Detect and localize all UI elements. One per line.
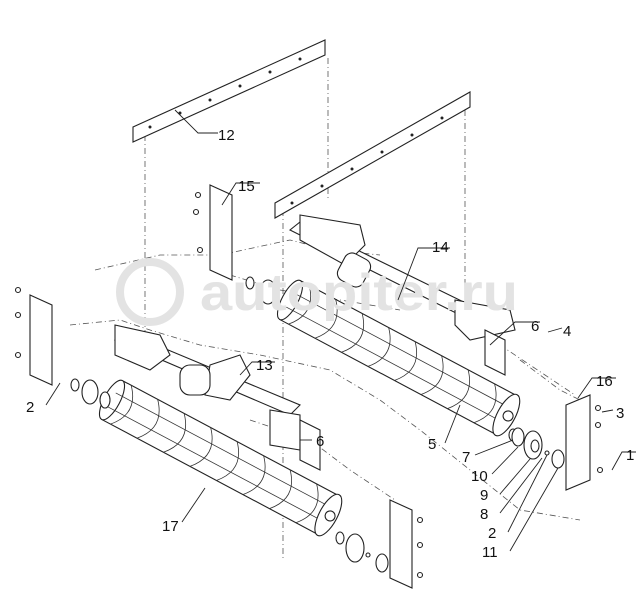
callout-12: 12 (218, 127, 235, 144)
bearing-stack-lower (335, 531, 389, 573)
callout-17: 17 (162, 518, 179, 535)
callout-3: 3 (616, 405, 624, 422)
callout-labels: 12 15 14 6 4 13 2 16 3 1 5 7 10 9 8 2 11… (26, 127, 634, 561)
callout-10: 10 (471, 468, 488, 485)
callout-13: 13 (256, 357, 273, 374)
watermark-logo: autopiter.ru (116, 258, 518, 326)
callout-11: 11 (482, 544, 498, 561)
callout-8: 8 (480, 506, 488, 523)
frame-13 (113, 324, 321, 471)
callout-1: 1 (626, 447, 634, 464)
callout-6: 6 (531, 318, 539, 335)
bracket-16 (565, 394, 604, 491)
callout-2-lower: 2 (488, 525, 496, 542)
bearing-stack-left (70, 378, 111, 409)
mounting-bar-right (274, 91, 471, 219)
watermark-text: autopiter.ru (200, 264, 518, 322)
roller-17 (98, 379, 343, 537)
callout-7: 7 (462, 449, 470, 466)
callout-16: 16 (596, 373, 613, 390)
callout-15: 15 (238, 178, 255, 195)
callout-6-lower: 6 (316, 433, 324, 450)
bracket-15 (192, 184, 233, 281)
callout-4: 4 (563, 323, 571, 340)
roller-5 (276, 279, 521, 437)
bracket-left-end (14, 286, 53, 386)
bracket-lower-end (389, 499, 424, 589)
callout-2: 2 (26, 399, 34, 416)
bearing-stack-upper (245, 276, 277, 305)
callout-9: 9 (480, 487, 488, 504)
callout-5: 5 (428, 436, 436, 453)
callout-14: 14 (432, 239, 449, 256)
frame-14 (288, 214, 516, 376)
leader-lines (45, 109, 636, 552)
